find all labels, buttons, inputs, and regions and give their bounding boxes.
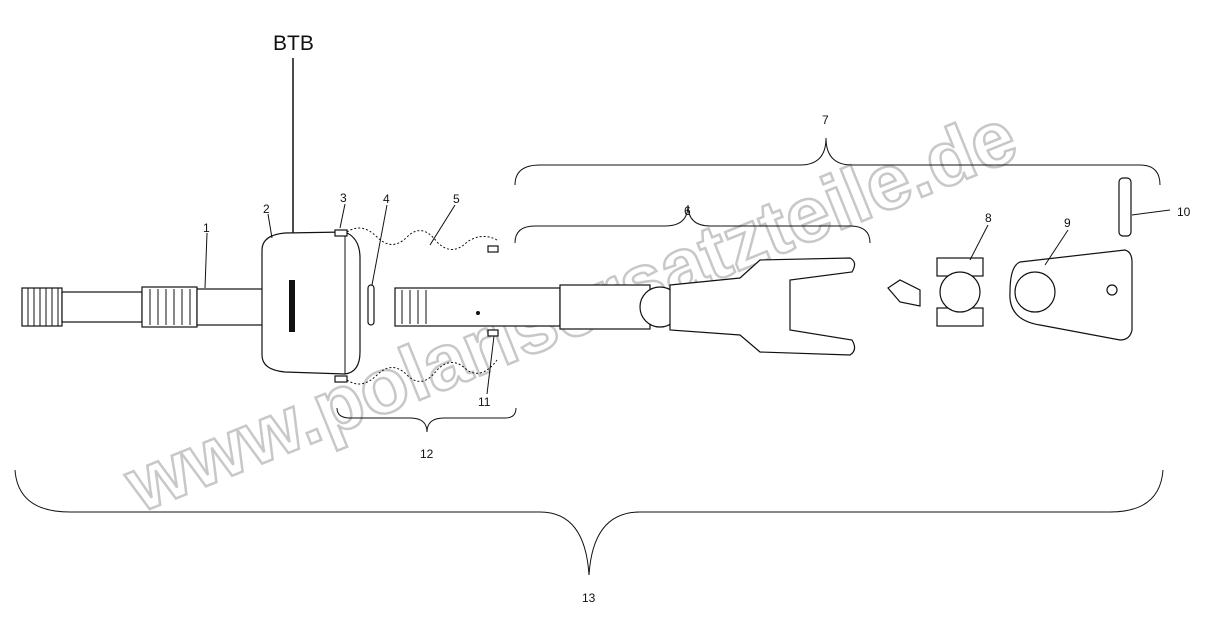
label-6: 6 [684, 204, 691, 218]
brace-6 [514, 204, 871, 244]
part-5-boot [346, 227, 498, 385]
label-7: 7 [822, 113, 829, 127]
brace-7 [514, 137, 1161, 186]
label-2: 2 [263, 202, 270, 216]
label-12: 12 [420, 447, 434, 461]
leader-lines [204, 203, 1171, 395]
part-4-ring [367, 284, 375, 326]
brace-12 [336, 407, 517, 433]
part-1-stub-shaft [21, 286, 266, 328]
part-3-clamp [334, 229, 348, 237]
label-3: 3 [340, 191, 347, 205]
label-11: 11 [478, 395, 491, 409]
part-10-pin [1118, 177, 1132, 237]
label-8: 8 [985, 211, 992, 225]
part-9-yoke [1009, 249, 1133, 341]
callout-btb: BTB [273, 32, 314, 55]
label-5: 5 [453, 192, 460, 206]
label-4: 4 [383, 192, 390, 206]
label-9: 9 [1064, 216, 1071, 230]
label-13: 13 [582, 591, 596, 605]
part-6-shaft-yoke [394, 257, 856, 356]
label-1: 1 [203, 221, 210, 235]
part-2-cv-housing [261, 231, 361, 375]
brace-13 [14, 469, 1164, 576]
label-10: 10 [1177, 205, 1191, 219]
part-8-cross-bearing [887, 257, 984, 327]
